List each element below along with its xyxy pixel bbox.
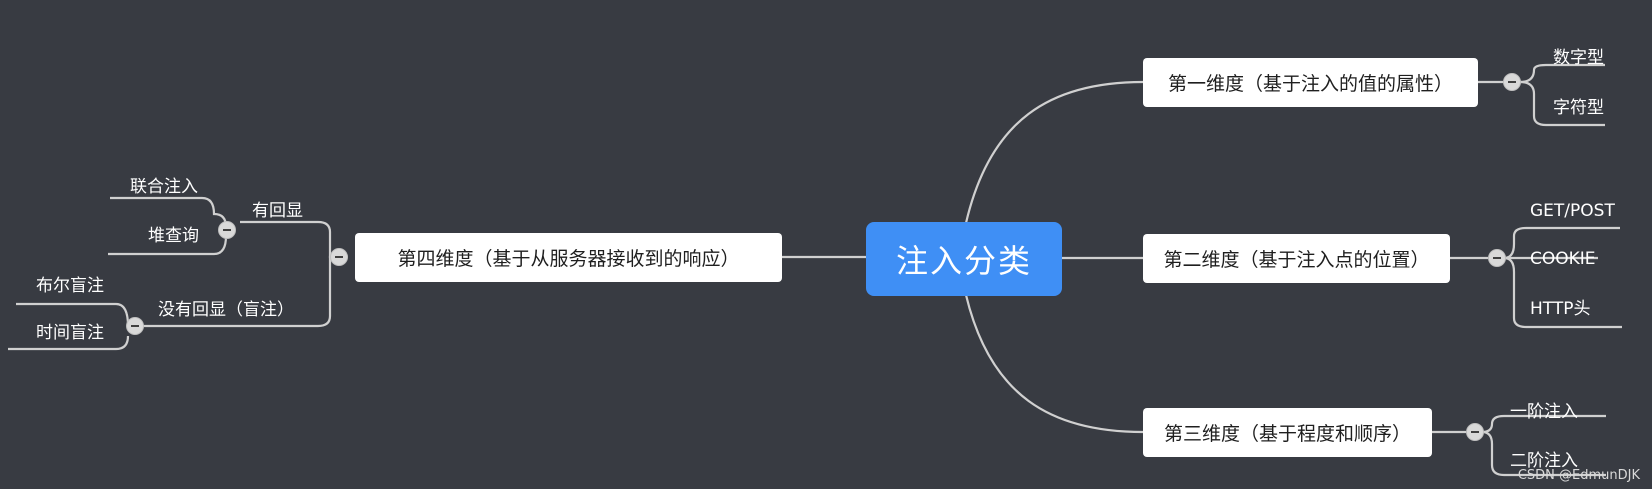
collapse-toggle-has-echo[interactable] xyxy=(218,221,236,239)
leaf-cookie[interactable]: COOKIE xyxy=(1530,249,1596,269)
group-has-echo[interactable]: 有回显 xyxy=(252,201,303,221)
leaf-boolean-blind[interactable]: 布尔盲注 xyxy=(36,276,104,296)
leaf-numeric[interactable]: 数字型 xyxy=(1553,48,1604,68)
dimension-4-label: 第四维度（基于从服务器接收到的响应） xyxy=(397,248,740,270)
leaf-first-order[interactable]: 一阶注入 xyxy=(1510,402,1578,422)
leaf-string[interactable]: 字符型 xyxy=(1553,98,1604,118)
dimension-4-node[interactable]: 第四维度（基于从服务器接收到的响应） xyxy=(355,233,782,282)
dimension-2-node[interactable]: 第二维度（基于注入点的位置） xyxy=(1143,234,1450,283)
leaf-time-blind[interactable]: 时间盲注 xyxy=(36,323,104,343)
group-no-echo[interactable]: 没有回显（盲注） xyxy=(158,300,294,320)
dimension-1-label: 第一维度（基于注入的值的属性） xyxy=(1167,73,1453,95)
leaf-union-injection[interactable]: 联合注入 xyxy=(130,177,198,197)
dimension-2-label: 第二维度（基于注入点的位置） xyxy=(1163,249,1430,271)
leaf-second-order[interactable]: 二阶注入 xyxy=(1510,451,1578,471)
collapse-toggle-dimension-1[interactable] xyxy=(1503,73,1521,91)
collapse-toggle-dimension-4[interactable] xyxy=(330,248,348,266)
watermark: CSDN @EdmunDJK xyxy=(1517,468,1640,483)
collapse-toggle-no-echo[interactable] xyxy=(126,317,144,335)
dimension-3-label: 第三维度（基于程度和顺序） xyxy=(1163,423,1411,445)
leaf-get-post[interactable]: GET/POST xyxy=(1530,201,1615,221)
dimension-1-node[interactable]: 第一维度（基于注入的值的属性） xyxy=(1143,58,1478,107)
collapse-toggle-dimension-2[interactable] xyxy=(1488,249,1506,267)
root-label: 注入分类 xyxy=(895,242,1032,280)
dimension-3-node[interactable]: 第三维度（基于程度和顺序） xyxy=(1143,408,1432,457)
collapse-toggle-dimension-3[interactable] xyxy=(1466,423,1484,441)
leaf-http-header[interactable]: HTTP头 xyxy=(1530,299,1591,319)
leaf-stacked-query[interactable]: 堆查询 xyxy=(148,226,199,246)
root-node[interactable]: 注入分类 xyxy=(866,222,1062,296)
